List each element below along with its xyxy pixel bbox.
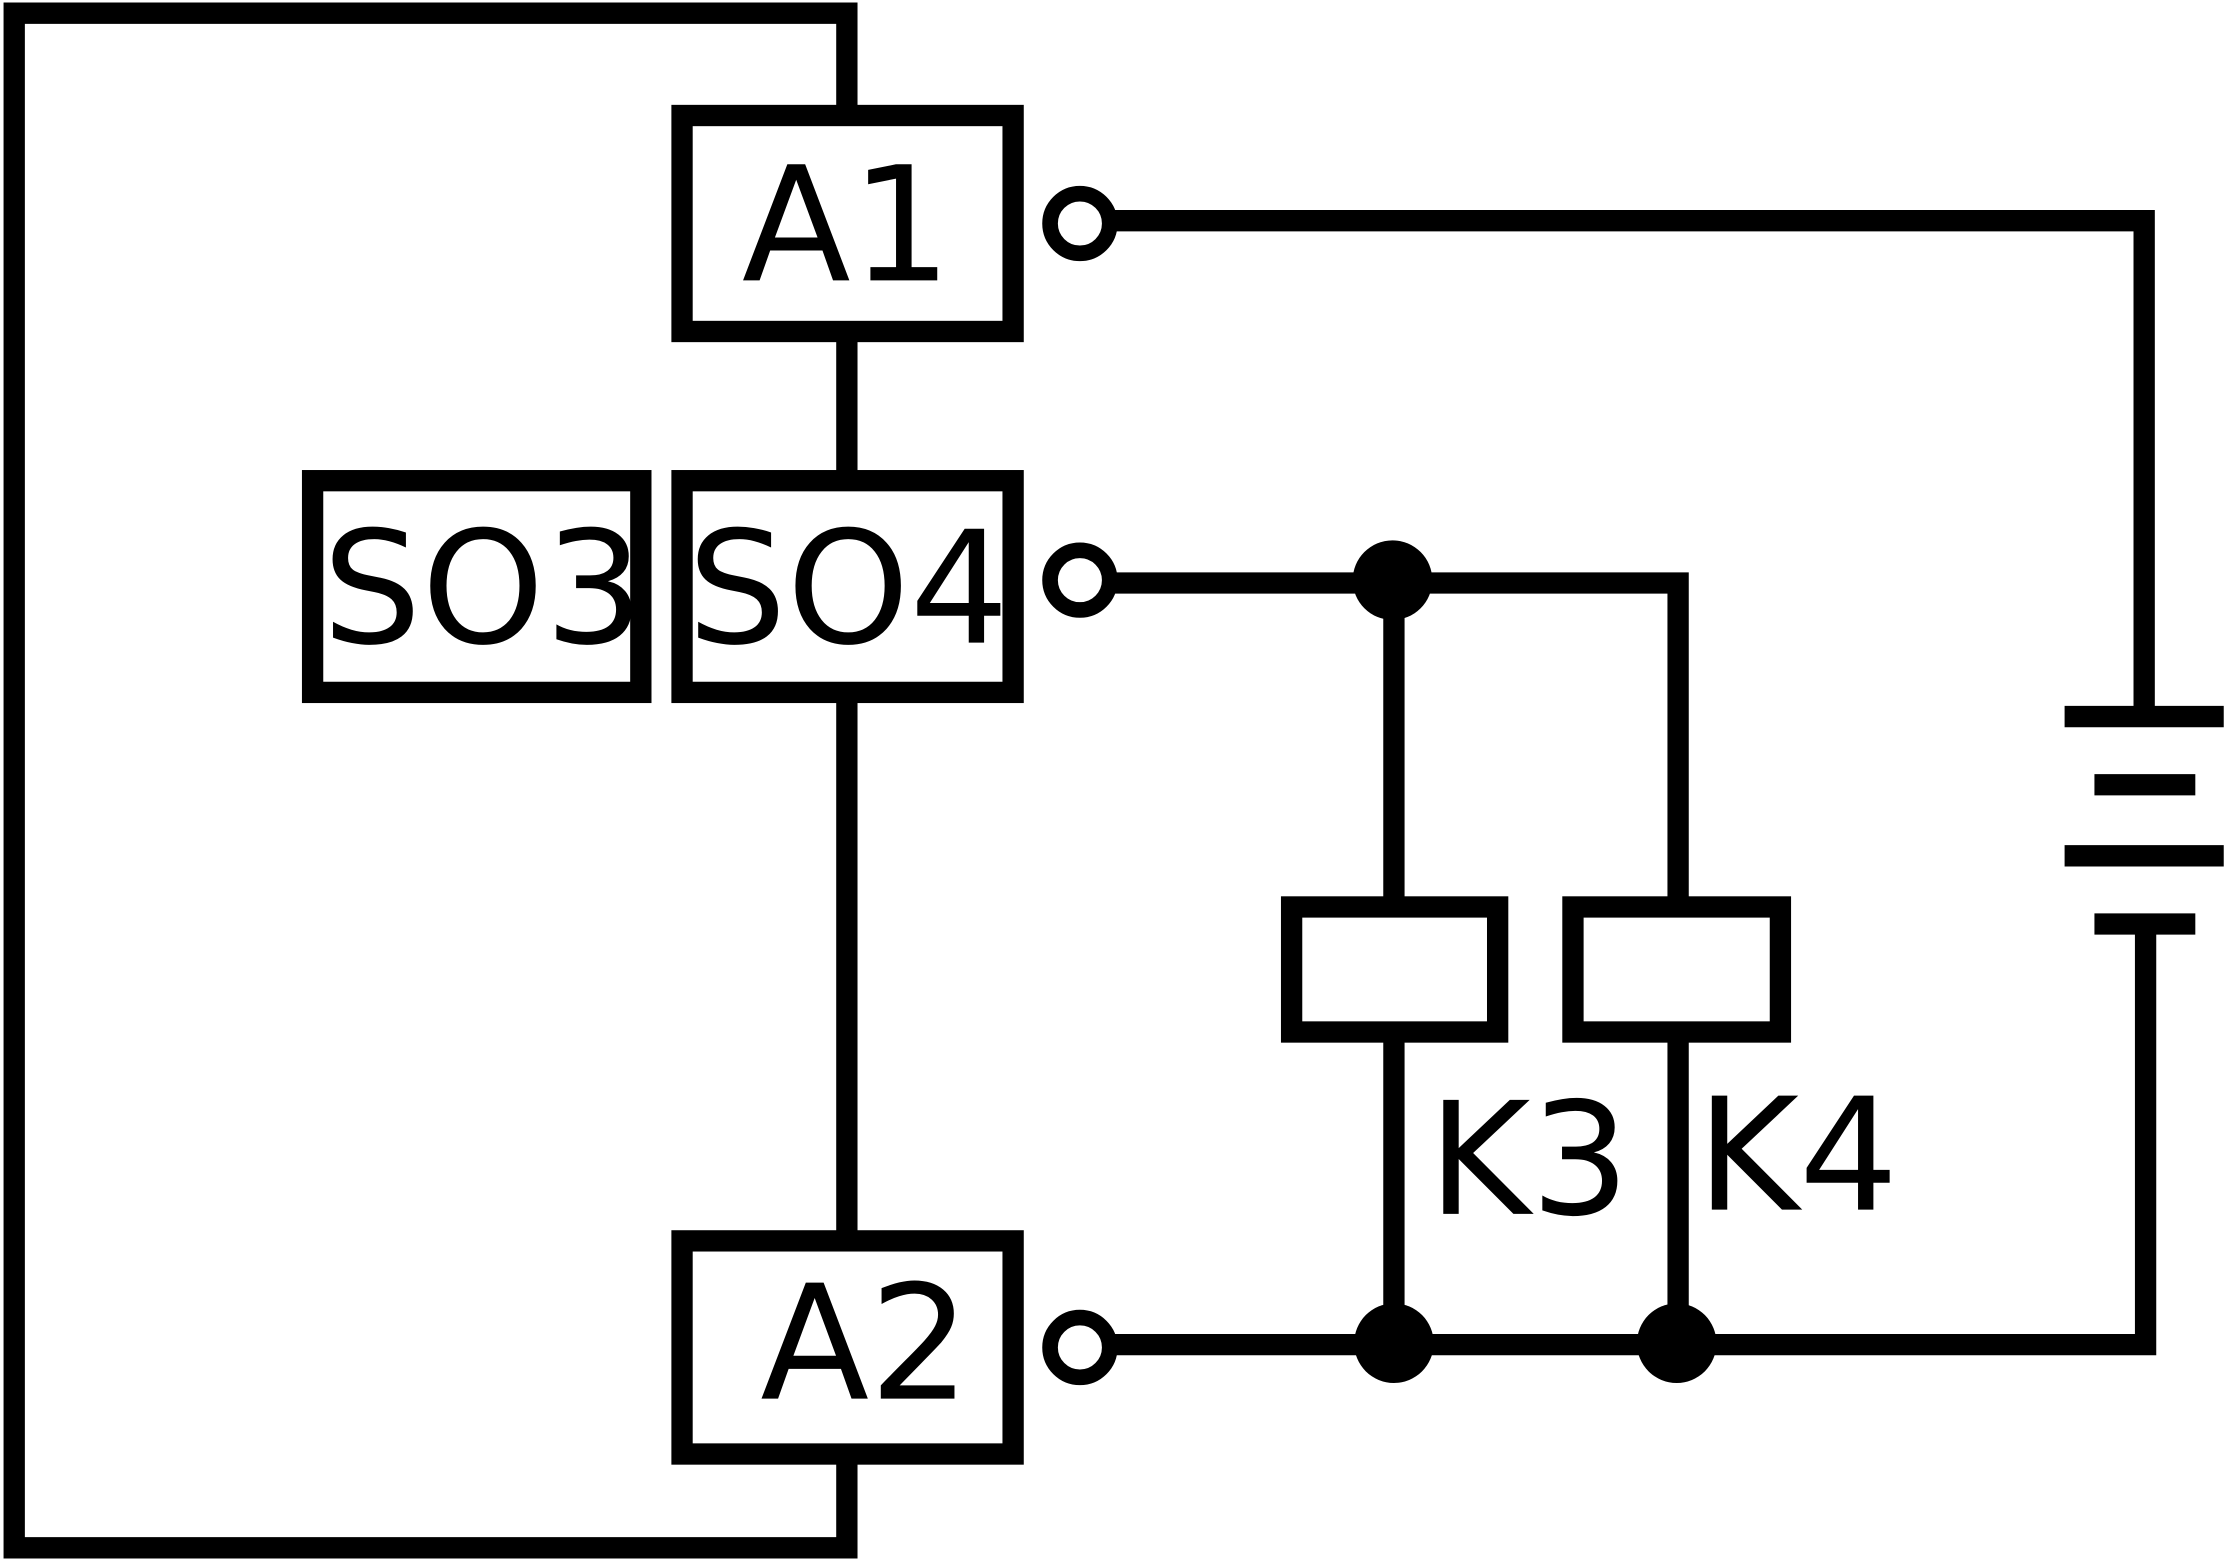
terminals [1042,185,1118,1386]
label-a1: A1 [742,132,952,318]
label-s04: SO4 [687,498,1009,680]
wire-outer-loop [3,2,858,1559]
terminal-middle [1042,542,1118,618]
terminal-top [1042,185,1118,262]
box-s04 [671,470,1024,704]
junction-dot-top [1352,540,1433,620]
terminal-bottom [1042,1309,1118,1386]
relay-coil-k4 [1562,896,1792,1043]
relay-coil-k3 [1280,896,1509,1043]
label-a2: A2 [760,1251,970,1437]
battery-symbol [2064,705,2224,935]
wire-bottom-bus [1101,919,2157,1356]
wire-junction-k4-top [1381,572,1689,910]
junction-dot-k3 [1354,1303,1434,1383]
junction-dot-k4 [1636,1303,1717,1383]
label-k3: K3 [1428,1069,1630,1251]
labels: A1 SO3 SO4 A2 K3 K4 [322,132,1898,1436]
junctions [1352,540,1717,1383]
box-a1 [671,104,1024,343]
box-a2 [671,1230,1024,1465]
component-boxes [301,104,1792,1465]
wire-top-terminal-battery [1101,210,2155,722]
wires [3,2,2157,1559]
label-s03: SO3 [322,498,644,680]
box-s03 [301,470,652,704]
label-k4: K4 [1696,1065,1898,1247]
